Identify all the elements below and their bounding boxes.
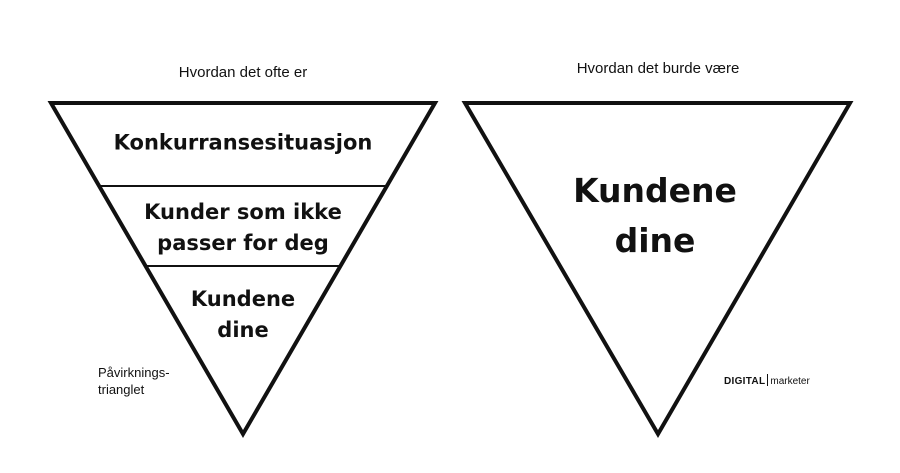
right-label-line: Kundene	[573, 171, 737, 210]
right-caption: Hvordan det burde være	[576, 60, 740, 77]
right-triangle-label: Kundene dine	[573, 166, 737, 266]
side-note-line: Påvirknings-	[98, 365, 170, 380]
right-label-line: dine	[614, 221, 696, 260]
digitalmarketer-logo: DIGITAL marketer	[724, 374, 810, 387]
right-triangle	[461, 101, 854, 438]
segment-line: Konkurransesituasjon	[113, 130, 373, 155]
left-caption: Hvordan det ofte er	[178, 64, 308, 81]
segment-competition-label: Konkurransesituasjon	[114, 128, 373, 159]
brand-separator	[767, 374, 769, 386]
brand-part-light: marketer	[770, 376, 810, 387]
segment-line: dine	[217, 318, 269, 342]
left-triangle	[47, 101, 439, 438]
segment-line: passer for deg	[157, 231, 329, 255]
segment-line: Kundene	[190, 287, 296, 311]
segment-line: Kunder som ikke	[144, 200, 342, 224]
segment-your-customers-label: Kundene dine	[191, 284, 295, 346]
side-note-line: trianglet	[98, 382, 145, 397]
brand-part-bold: DIGITAL	[724, 376, 766, 387]
influence-triangle-note: Påvirknings- trianglet	[98, 364, 170, 398]
segment-wrong-customers-label: Kunder som ikke passer for deg	[144, 197, 342, 259]
